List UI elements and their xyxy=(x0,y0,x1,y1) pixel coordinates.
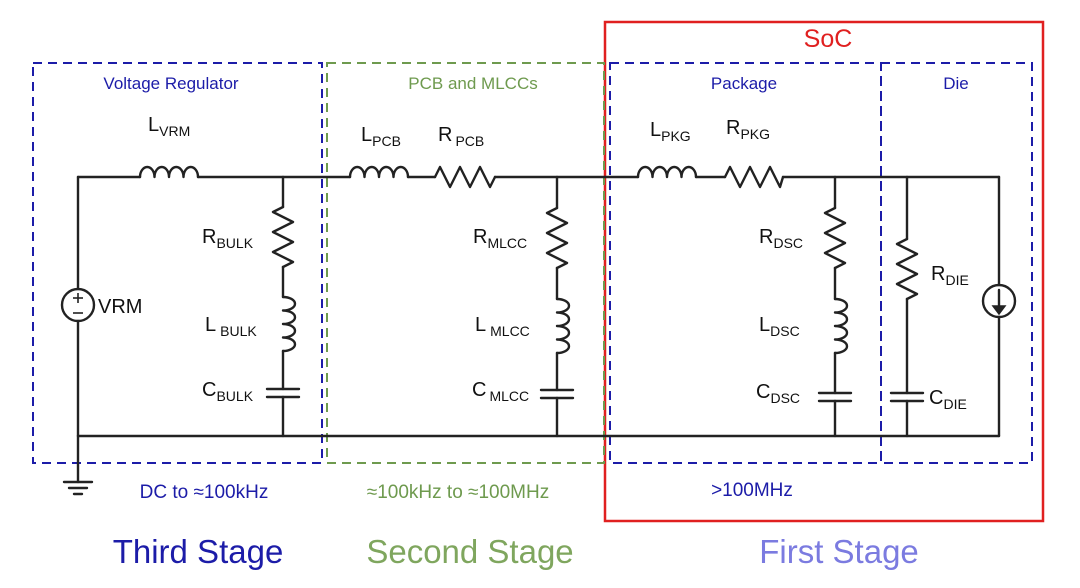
r-bulk-label: RBULK xyxy=(202,226,254,251)
dsc-branch xyxy=(817,175,853,438)
r-dsc-resistor-icon xyxy=(823,206,847,270)
range-first-stage: >100MHz xyxy=(711,480,793,501)
bulk-branch xyxy=(265,175,301,438)
voltage-source-icon xyxy=(60,287,96,323)
r-pkg-resistor-icon xyxy=(723,165,785,189)
package-label: Package xyxy=(711,74,777,93)
l-pcb-label: LPCB xyxy=(361,124,401,149)
voltage-regulator-box xyxy=(32,62,323,464)
ground-icon xyxy=(62,480,94,496)
soc-boundary xyxy=(603,20,1045,523)
l-dsc-inductor-icon xyxy=(833,297,849,355)
c-die-label: CDIE xyxy=(929,387,967,412)
r-mlcc-resistor-icon xyxy=(545,206,569,270)
r-pcb-resistor-icon xyxy=(433,165,497,189)
mlcc-branch xyxy=(539,175,575,438)
l-pcb-inductor-icon xyxy=(348,165,410,179)
c-bulk-label: CBULK xyxy=(202,379,254,404)
range-second-stage: ≈100kHz to ≈100MHz xyxy=(367,482,549,503)
die-branch xyxy=(889,175,925,438)
r-pkg-label: RPKG xyxy=(726,117,770,142)
die-box xyxy=(880,62,1033,464)
soc-title: SoC xyxy=(804,25,853,53)
current-source-branch xyxy=(981,175,1017,438)
l-vrm-label: LVRM xyxy=(148,114,190,139)
second-stage-title: Second Stage xyxy=(366,533,573,570)
third-stage-title: Third Stage xyxy=(113,533,284,570)
r-die-resistor-icon xyxy=(895,237,919,301)
l-pkg-label: LPKG xyxy=(650,119,691,144)
l-bulk-inductor-icon xyxy=(281,295,297,353)
voltage-regulator-label: Voltage Regulator xyxy=(103,74,238,93)
range-third-stage: DC to ≈100kHz xyxy=(140,482,269,503)
first-stage-title: First Stage xyxy=(759,533,919,570)
pcb-mlcc-box xyxy=(326,62,605,464)
l-dsc-label: LDSC xyxy=(759,314,800,339)
l-pkg-inductor-icon xyxy=(636,165,698,179)
r-bulk-resistor-icon xyxy=(271,205,295,269)
r-dsc-label: RDSC xyxy=(759,226,803,251)
current-source-icon xyxy=(981,283,1017,319)
die-label: Die xyxy=(943,74,969,93)
c-dsc-label: CDSC xyxy=(756,381,800,406)
vrm-source-label: VRM xyxy=(98,296,142,318)
pcb-mlcc-label: PCB and MLCCs xyxy=(408,74,537,93)
r-die-label: RDIE xyxy=(931,263,969,288)
l-mlcc-inductor-icon xyxy=(555,297,571,355)
r-mlcc-label: RMLCC xyxy=(473,226,527,251)
l-vrm-inductor-icon xyxy=(138,165,200,179)
